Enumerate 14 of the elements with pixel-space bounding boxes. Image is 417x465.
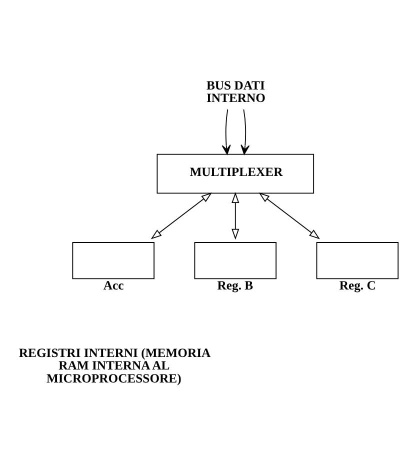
node-box <box>194 242 277 279</box>
node-box <box>72 242 154 279</box>
node-label: Reg. C <box>339 278 376 292</box>
arrow <box>222 108 231 154</box>
arrow <box>258 192 320 239</box>
node-box: MULTIPLEXER <box>156 153 314 194</box>
node-label: Acc <box>103 278 124 292</box>
label: REGISTRI INTERNI (MEMORIA RAM INTERNA AL MICROPROCESSORE) <box>18 346 211 385</box>
arrow <box>232 192 240 240</box>
node-text: BUS DATI INTERNO <box>206 78 266 105</box>
node-label: Reg. B <box>217 278 254 292</box>
arrow <box>150 192 212 239</box>
node-box <box>316 242 399 279</box>
arrow <box>240 108 250 154</box>
